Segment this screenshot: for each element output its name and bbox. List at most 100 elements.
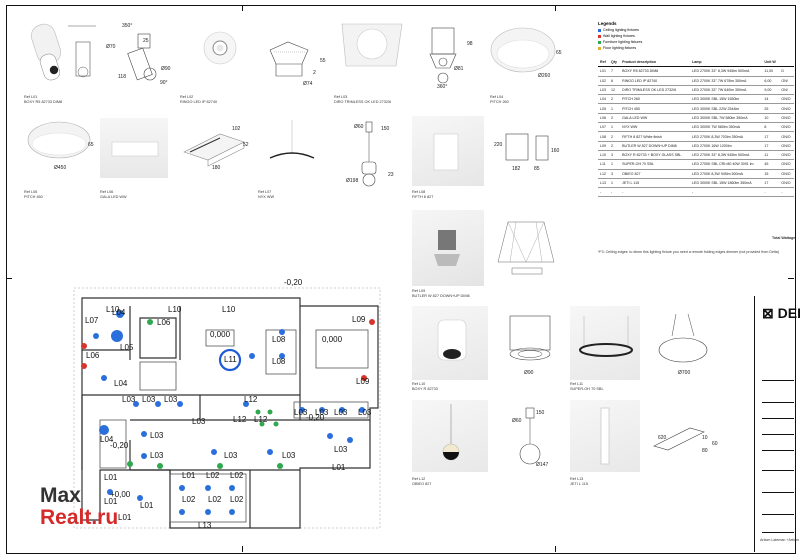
plan-fixture-marker [141,453,147,459]
logo-icon: ⊠ [762,305,778,321]
plan-fixture-label: L03 [150,451,164,460]
schedule-cell: L08 [598,131,610,142]
schedule-cell: L03 [598,85,610,96]
plan-fixture-label: L10 [222,305,236,314]
drawing-l01 [127,33,157,81]
schedule-header: Qty [609,58,621,68]
sheet-border [6,5,796,554]
watermark-realt: Realt.ru [40,506,119,529]
schedule-cell: LED 2700K SBL CRI>80 40W 3091 lm [690,159,763,170]
floor-plan-fixture-markers [81,310,375,515]
dim-label: Ø147 [536,462,549,468]
plan-fixture-label: 0,000 [210,330,231,339]
schedule-cell: LED 2700K 33° 8,3W 945lm 500mA [690,66,763,77]
plan-fixture-label: -0,20 [306,413,325,422]
dim-label: 118 [118,74,126,80]
dim-label: 2 [313,70,316,76]
plan-fixture-marker [157,463,163,469]
schedule-note: *F3: Ceiling edges: to dimm this lightin… [598,250,779,254]
schedule-cell: 7 [609,66,621,77]
schedule-cell: ON/ [779,76,794,86]
product-image-l07 [269,120,315,159]
dim-label: 10 [702,435,708,441]
schedule-cell: ON/O [779,131,794,142]
dim-label: Ø198 [346,178,359,184]
plan-fixture-marker [205,509,211,515]
plan-fixture-marker [327,433,333,439]
plan-fixture-label: L01 [104,473,118,482]
dim-label: 60 [712,441,718,447]
border-tick [555,546,556,552]
dim-label: 220 [494,142,503,148]
dim-label: Ø90 [161,66,171,72]
plan-fixture-label: L03 [294,408,308,417]
plan-fixture-label: -0,20 [284,278,303,287]
plan-fixture-label: L07 [85,316,99,325]
schedule-header: Unit W [762,58,780,68]
schedule-cell: 11,00 [762,66,780,77]
dim-label: 620 [658,435,667,441]
plan-fixture-marker [179,485,185,491]
plan-fixture-marker [99,425,109,435]
logo-text: DEL [777,305,800,321]
schedule-cell: 45 [762,159,780,170]
fixture-ref: Ref L03 [334,95,348,99]
dim-label: Ø74 [303,81,313,87]
plan-fixture-label: L01 [140,501,154,510]
title-block-line [762,418,794,419]
drawing-l12 [519,407,541,465]
plan-fixture-label: L03 [282,451,296,460]
drawing-l02 [269,41,309,77]
plan-fixture-label: L03 [192,417,206,426]
fixture-ref: Ref L13 [570,477,584,481]
legend-label: Wall lighting fixtures [603,34,635,38]
schedule-row: ------ [598,187,794,198]
plan-fixture-marker [259,421,265,427]
plan-fixture-marker [299,407,305,413]
plan-fixture-label: L06 [86,351,100,360]
schedule-cell: 2 [609,131,621,142]
legend-title: Legends [598,21,617,26]
plan-fixture-marker [127,461,133,467]
plan-fixture-label: +0,00 [110,490,131,499]
schedule-cell: LED 2700K 16W 1200lm [690,141,763,151]
legend-label: Ceiling lighting fixtures [603,28,639,32]
product-image-l05 [27,121,91,159]
schedule-cell: - [690,187,763,198]
plan-fixture-marker [116,310,124,318]
plan-fixture-marker [229,485,235,491]
title-block-line [762,492,794,493]
plan-fixture-label: 0,000 [322,335,343,344]
dim-label: 65 [556,50,562,56]
schedule-cell: 3 [609,169,621,179]
dim-label: Ø70 [106,44,116,50]
gala-fixture-shape [111,141,159,157]
dim-label: 102 [232,126,241,132]
plan-fixture-marker [101,375,107,381]
schedule-cell: L10 [598,150,610,161]
plan-fixture-marker [81,363,87,369]
product-image-l11 [570,306,640,380]
plan-fixture-marker [255,409,261,415]
schedule-header: Lamp [690,58,763,68]
schedule-cell: ON/O [779,159,794,170]
schedule-cell: L02 [598,76,610,86]
dim-label: 150 [536,410,545,416]
drawing-l10 [509,315,551,361]
border-tick [242,546,243,552]
schedule-cell: 6 [609,76,621,86]
schedule-cell: ON/O [779,122,794,133]
schedule-cell: 17 [762,178,780,189]
product-image-l04 [490,27,556,73]
schedule-cell: ON/O [779,150,794,161]
dim-label: Ø60 [354,124,364,130]
drawing-l13 [653,427,705,451]
